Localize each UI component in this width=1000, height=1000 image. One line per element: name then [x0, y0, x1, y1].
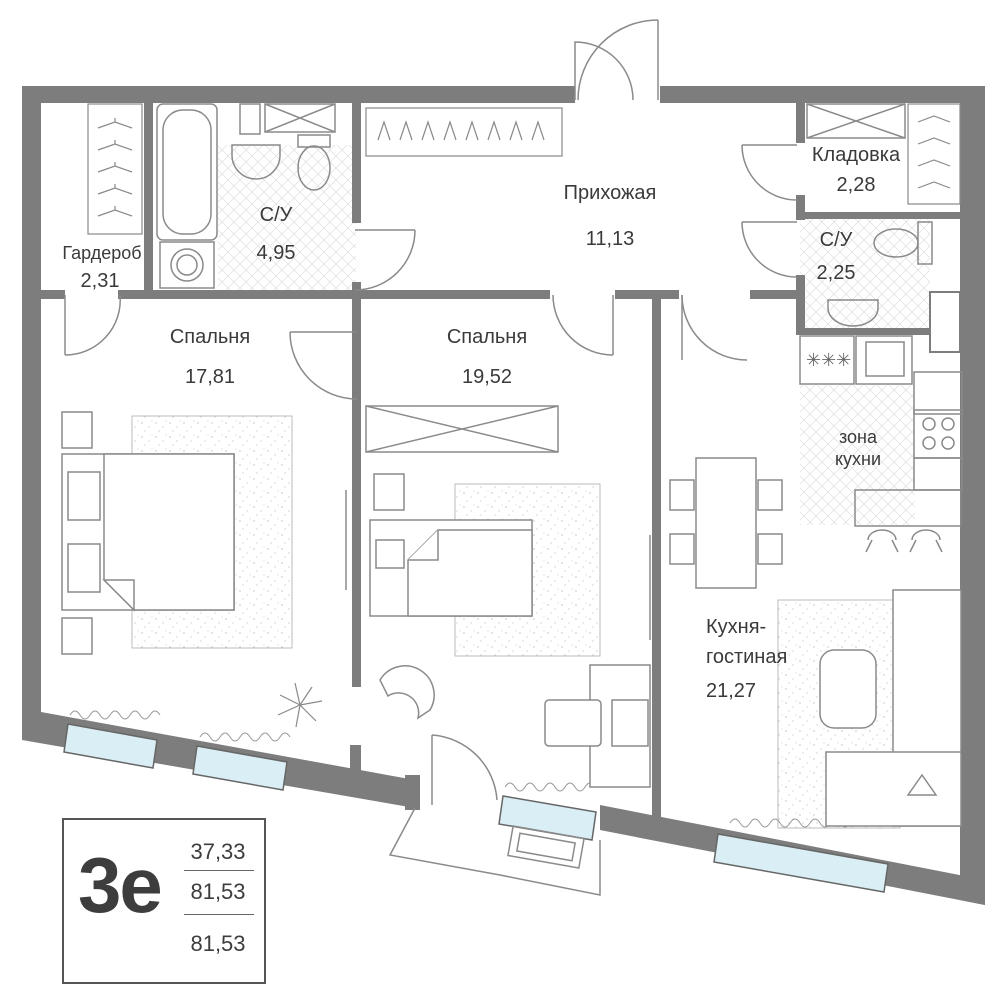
bed — [365, 405, 559, 617]
tiled-floor — [218, 145, 930, 525]
room-area-bath-2: 2,25 — [816, 262, 856, 284]
room-name-wardrobe: Гардероб — [62, 243, 142, 263]
plant — [277, 682, 323, 728]
apartment-card: 3е 37,33 81,53 81,53 — [62, 818, 266, 984]
wardrobe-rack — [87, 103, 961, 235]
room-area-storage: 2,28 — [836, 174, 876, 196]
bed — [61, 411, 235, 655]
total-area: 81,53 — [190, 879, 246, 904]
desk — [379, 664, 651, 788]
room-area-bedroom-2: 19,52 — [461, 366, 513, 388]
total-area-with-balcony: 81,53 — [190, 931, 246, 956]
kitchen-fixtures: ✳✳✳ — [669, 335, 963, 589]
room-area-living: 21,27 — [706, 680, 757, 702]
room-name-bath-2: С/У — [819, 229, 853, 251]
room-name-bedroom-2: Спальня — [446, 326, 528, 348]
room-area-hallway: 11,13 — [585, 228, 635, 250]
apartment-type: 3е — [78, 841, 163, 929]
room-name-storage: Кладовка — [811, 144, 901, 166]
room-name-living-1: Кухня- — [706, 616, 767, 638]
room-area-bedroom-1: 17,81 — [184, 366, 236, 388]
room-area-wardrobe: 2,31 — [80, 270, 120, 292]
living-area: 37,33 — [190, 839, 246, 864]
room-name-bedroom-1: Спальня — [169, 326, 251, 348]
curtain — [69, 710, 851, 828]
balcony — [388, 807, 601, 896]
divider — [184, 914, 254, 915]
svg-text:✳✳✳: ✳✳✳ — [806, 350, 851, 371]
door — [64, 19, 798, 805]
room-name-living-2: гостиная — [706, 646, 788, 668]
window — [63, 723, 889, 893]
room-name-kitchen-zone-1: зона — [838, 427, 877, 447]
room-area-bath-1: 4,95 — [256, 242, 296, 264]
room-name-kitchen-zone-2: кухни — [834, 449, 882, 469]
bathroom-fixtures — [156, 103, 933, 327]
room-name-bath-1: С/У — [259, 204, 293, 226]
room-name-hallway: Прихожая — [563, 182, 657, 204]
sofa — [819, 589, 962, 827]
divider — [184, 870, 254, 871]
